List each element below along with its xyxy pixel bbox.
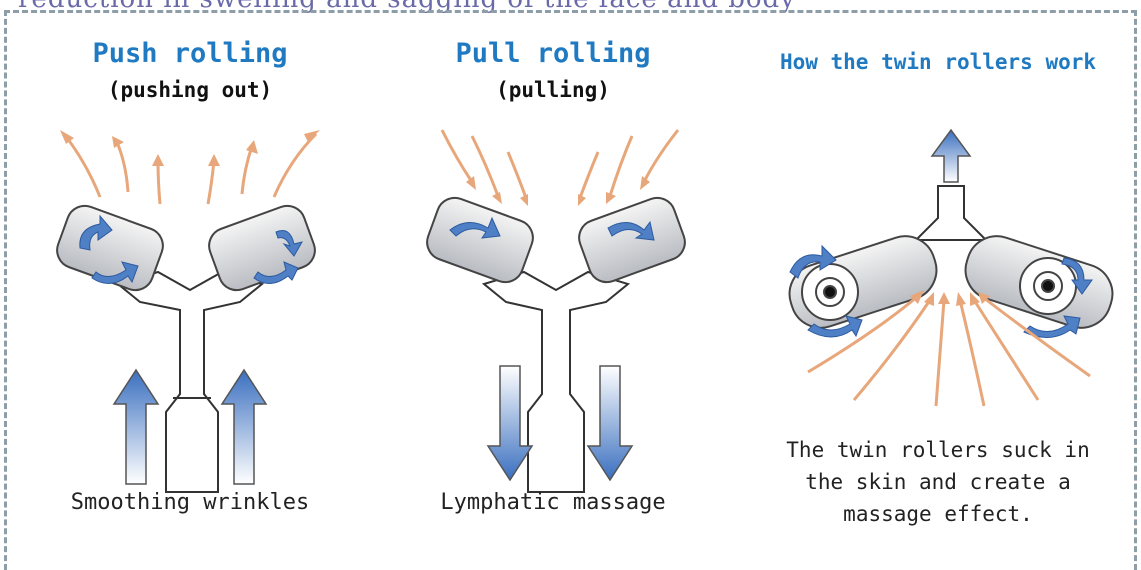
pull-rolling-illustration <box>426 129 686 493</box>
handle-top <box>913 185 989 241</box>
push-rolling-subtitle: (pushing out) <box>107 78 273 102</box>
roller-rotation-arrows <box>79 214 304 284</box>
suction-peach-arrows <box>807 294 1091 407</box>
pull-rolling-title: Pull rolling <box>455 38 651 69</box>
push-rolling-caption: Smoothing wrinkles <box>70 490 310 515</box>
roller-handle-2 <box>481 270 631 493</box>
roller-handle <box>115 270 265 493</box>
dashed-frame <box>4 10 1137 570</box>
twin-rotation-arrows <box>789 244 1093 338</box>
blue-up-arrows <box>112 368 268 485</box>
twin-rollers <box>788 235 1114 329</box>
pull-rolling-subtitle: (pulling) <box>496 78 610 102</box>
blue-up-arrow <box>930 128 972 183</box>
roller-rotation-arrows-2 <box>449 216 655 241</box>
pull-rolling-caption: Lymphatic massage <box>440 490 666 515</box>
inward-peach-arrows <box>440 129 680 199</box>
outward-peach-arrows <box>62 132 318 205</box>
blue-down-arrows <box>486 365 634 482</box>
twin-rollers-title: How the twin rollers work <box>779 50 1097 74</box>
push-rolling-panel: Push rolling (pushing out) <box>8 12 372 548</box>
rollers-2 <box>426 196 686 284</box>
twin-rollers-panel: How the twin rollers work <box>738 12 1138 548</box>
twin-rollers-caption: The twin rollers suck in the skin and cr… <box>786 438 1090 526</box>
pull-rolling-panel: Pull rolling (pulling) <box>388 12 718 548</box>
twin-rollers-illustration <box>788 128 1114 407</box>
push-rolling-illustration <box>56 130 320 493</box>
push-rolling-title: Push rolling <box>92 38 288 69</box>
